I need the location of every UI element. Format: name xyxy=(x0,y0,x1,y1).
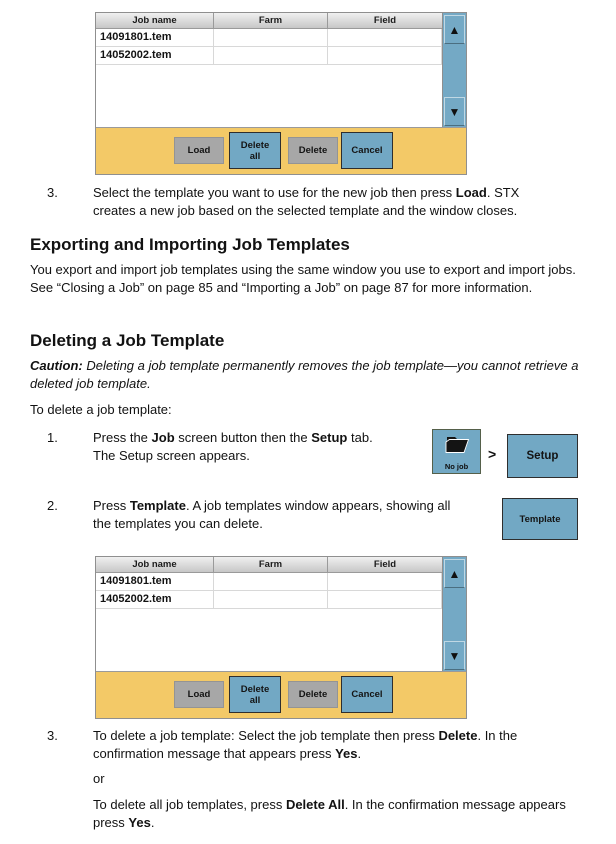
step-text-bold: Job xyxy=(151,430,175,445)
step-number: 2. xyxy=(47,498,58,513)
scroll-up-button[interactable]: ▲ xyxy=(444,15,465,44)
step-text-part: . xyxy=(150,815,155,830)
load-button[interactable]: Load xyxy=(174,137,224,164)
cell-field xyxy=(328,29,442,46)
section-title-export-import: Exporting and Importing Job Templates xyxy=(30,235,350,254)
delete-all-button[interactable]: Delete all xyxy=(229,132,281,169)
table-row[interactable]: 14091801.tem xyxy=(96,29,466,47)
step-delete: 3. To delete a job template: Select the … xyxy=(47,727,577,832)
table-row[interactable]: 14052002.tem xyxy=(96,591,466,609)
step-text-bold: Delete All xyxy=(285,797,345,812)
cell-farm xyxy=(214,29,328,46)
cell-field xyxy=(328,47,442,64)
down-arrow-icon: ▼ xyxy=(448,648,461,663)
section-title-deleting: Deleting a Job Template xyxy=(30,331,225,350)
cell-job-name: 14091801.tem xyxy=(96,573,214,590)
step-text-bold: Load xyxy=(455,185,487,200)
step-text-part: To delete a job template: Select the job… xyxy=(93,728,439,743)
step-text: Select the template you want to use for … xyxy=(93,184,557,220)
down-arrow-icon: ▼ xyxy=(448,104,461,119)
step-number: 1. xyxy=(47,430,58,445)
load-button[interactable]: Load xyxy=(174,681,224,708)
step-1: 1. Press the Job screen button then the … xyxy=(47,429,447,465)
step-2: 2. Press Template. A job templates windo… xyxy=(47,497,467,533)
cancel-button[interactable]: Cancel xyxy=(341,132,393,169)
table-row[interactable]: 14052002.tem xyxy=(96,47,466,65)
job-templates-window: Job name Farm Field 14091801.tem 1405200… xyxy=(95,556,467,719)
template-button[interactable]: Template xyxy=(502,498,578,540)
step-text: Press the Job screen button then the Set… xyxy=(93,429,373,465)
step-text-part: Press the xyxy=(93,430,152,445)
column-header-farm: Farm xyxy=(214,557,328,572)
cell-field xyxy=(328,573,442,590)
table-header: Job name Farm Field xyxy=(96,557,466,573)
step-text-part: To delete all job templates, press xyxy=(93,797,286,812)
scroll-down-button[interactable]: ▼ xyxy=(444,97,465,126)
or-separator: or xyxy=(93,771,105,786)
step-text-part: the templates you can delete. xyxy=(93,516,263,531)
table-header: Job name Farm Field xyxy=(96,13,466,29)
step-text: To delete a job template: Select the job… xyxy=(93,727,577,832)
no-job-label: No job xyxy=(444,462,469,471)
delete-all-button[interactable]: Delete all xyxy=(229,676,281,713)
caution-text: Deleting a job template permanently remo… xyxy=(30,358,579,391)
cancel-button[interactable]: Cancel xyxy=(341,676,393,713)
delete-button[interactable]: Delete xyxy=(288,137,338,164)
up-arrow-icon: ▲ xyxy=(448,22,461,37)
step-text-part: The Setup screen appears. xyxy=(93,448,250,463)
column-header-field: Field xyxy=(373,15,397,26)
cell-job-name: 14091801.tem xyxy=(96,29,214,46)
column-header-job-name: Job name xyxy=(96,557,214,572)
step-text-part: . STX creates a new job based on the sel… xyxy=(93,185,520,218)
caution-note: Caution: Deleting a job template permane… xyxy=(30,357,582,393)
caution-label: Caution: xyxy=(30,358,83,373)
table-row[interactable]: 14091801.tem xyxy=(96,573,466,591)
delete-button[interactable]: Delete xyxy=(288,681,338,708)
button-bar: Load Delete all Delete Cancel xyxy=(96,127,466,174)
column-header-farm: Farm xyxy=(214,13,328,28)
scrollbar[interactable]: ▲ ▼ xyxy=(442,13,466,127)
cell-field xyxy=(328,591,442,608)
step-number: 3. xyxy=(47,185,58,200)
step-load: 3. Select the template you want to use f… xyxy=(47,184,557,220)
up-arrow-icon: ▲ xyxy=(448,566,461,581)
job-templates-window: Job name Farm Field 14091801.tem 1405200… xyxy=(95,12,467,175)
button-bar: Load Delete all Delete Cancel xyxy=(96,671,466,718)
step-text-bold: Yes xyxy=(128,815,151,830)
then-arrow-separator: > xyxy=(488,446,497,462)
folder-icon xyxy=(444,434,470,461)
scroll-down-button[interactable]: ▼ xyxy=(444,641,465,670)
column-header-field: Field xyxy=(373,559,397,570)
step-text-bold: Template xyxy=(129,498,186,513)
cell-job-name: 14052002.tem xyxy=(96,591,214,608)
column-header-job-name: Job name xyxy=(96,13,214,28)
step-text-part: Select the template you want to use for … xyxy=(93,185,456,200)
cell-farm xyxy=(214,591,328,608)
step-text-part: . In the confirmation message appears pr… xyxy=(93,797,566,830)
step-text-bold: Delete xyxy=(438,728,478,743)
step-text-bold: Setup xyxy=(311,430,348,445)
section-body-export-import: You export and import job templates usin… xyxy=(30,262,576,295)
step-text-part: . xyxy=(357,746,362,761)
scrollbar[interactable]: ▲ ▼ xyxy=(442,557,466,671)
step-text: Press Template. A job templates window a… xyxy=(93,497,450,533)
step-text-bold: Yes xyxy=(335,746,358,761)
step-text-part: Press xyxy=(93,498,130,513)
cell-farm xyxy=(214,573,328,590)
scroll-up-button[interactable]: ▲ xyxy=(444,559,465,588)
setup-button[interactable]: Setup xyxy=(507,434,578,478)
no-job-button[interactable]: No job xyxy=(432,429,481,474)
cell-farm xyxy=(214,47,328,64)
step-text-part: . In the confirmation message that appea… xyxy=(93,728,518,761)
cell-job-name: 14052002.tem xyxy=(96,47,214,64)
step-text-part: screen button then the xyxy=(174,430,312,445)
intro-line: To delete a job template: xyxy=(30,402,172,417)
step-number: 3. xyxy=(47,728,58,743)
step-text-part: tab. xyxy=(347,430,373,445)
step-text-part: . A job templates window appears, showin… xyxy=(185,498,451,513)
